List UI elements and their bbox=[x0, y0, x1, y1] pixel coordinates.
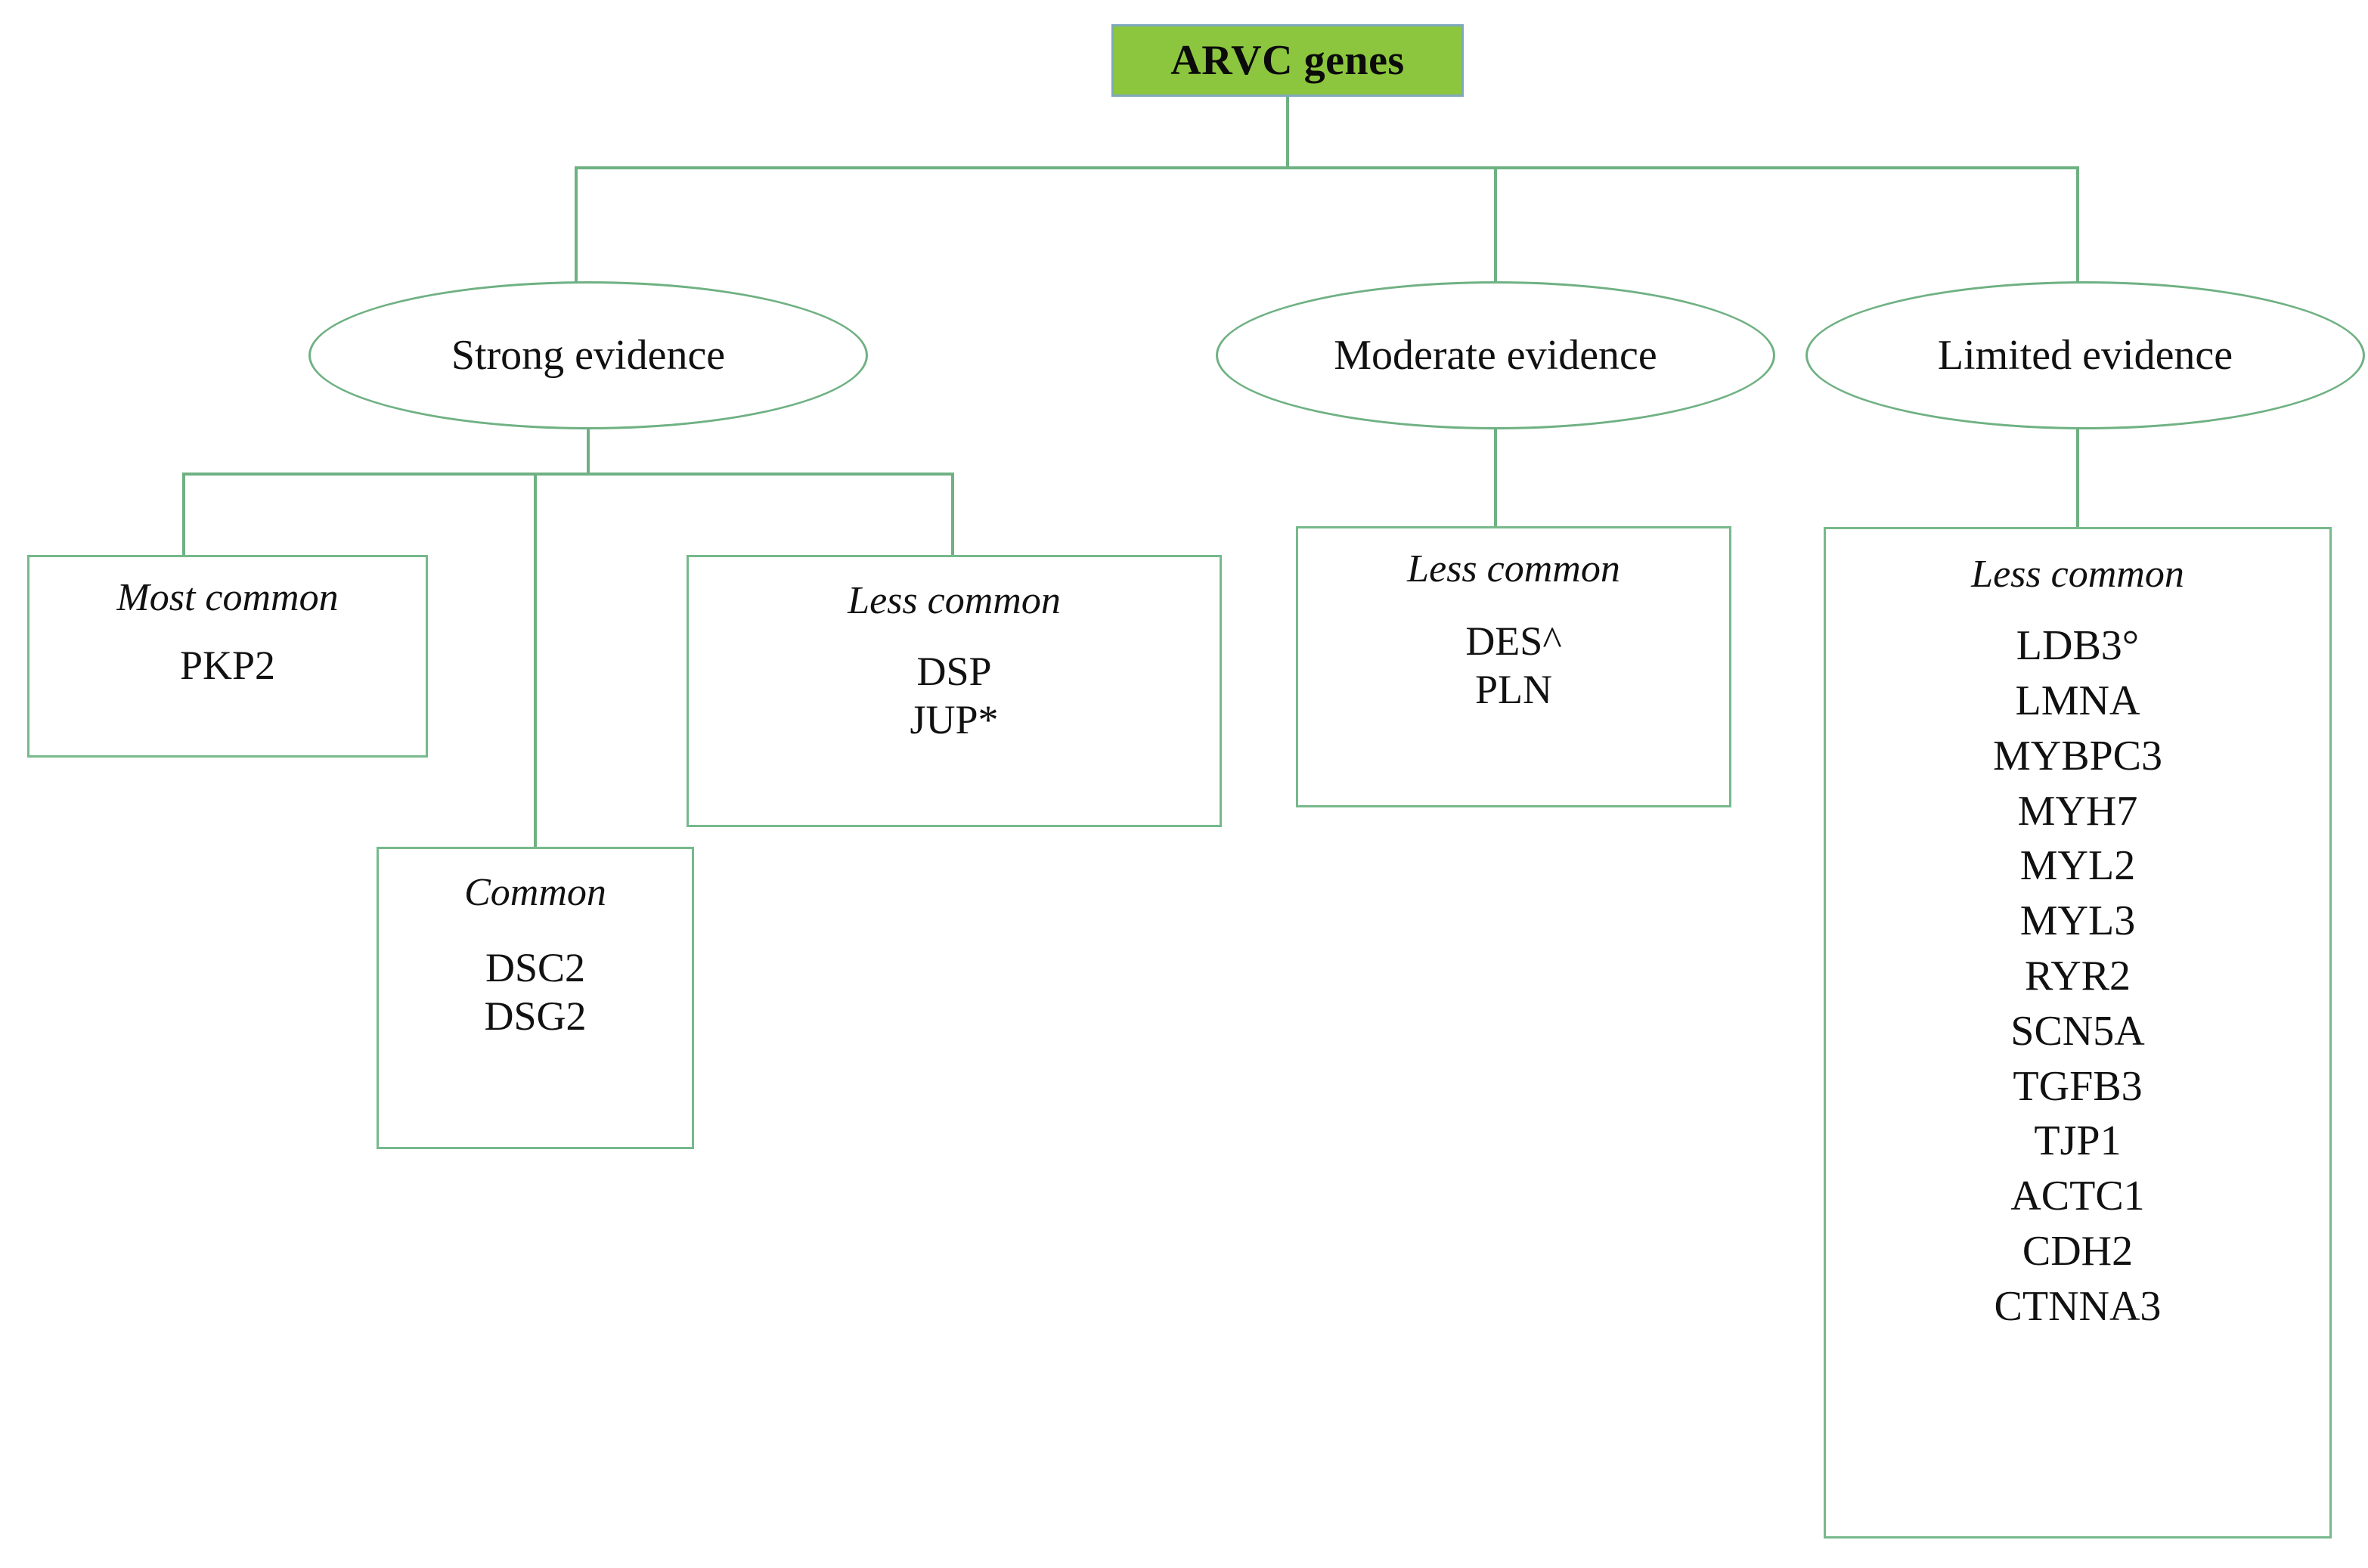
gene-item: CTNNA3 bbox=[1994, 1282, 2162, 1330]
gene-item: MYL2 bbox=[2019, 842, 2136, 890]
gene-item: DES^ bbox=[1465, 618, 1562, 665]
node-strong-evidence-label: Strong evidence bbox=[451, 332, 726, 379]
gene-item: LMNA bbox=[2015, 677, 2140, 724]
gene-item: TJP1 bbox=[2034, 1117, 2122, 1165]
gene-item: ACTC1 bbox=[2010, 1173, 2145, 1220]
gene-box-less-common-moderate: Less common DES^PLN bbox=[1296, 526, 1731, 807]
root-node-arvc-genes: ARVC genes bbox=[1111, 24, 1464, 97]
gene-box-title: Less common bbox=[1971, 553, 2184, 596]
node-limited-evidence: Limited evidence bbox=[1805, 281, 2365, 429]
gene-box-title: Most common bbox=[116, 576, 339, 619]
gene-item: JUP* bbox=[910, 696, 999, 742]
node-strong-evidence: Strong evidence bbox=[308, 281, 868, 429]
gene-item: TGFB3 bbox=[2013, 1062, 2143, 1110]
gene-item: MYH7 bbox=[2017, 787, 2138, 835]
gene-item: PKP2 bbox=[179, 643, 276, 689]
gene-list: PKP2 bbox=[180, 642, 275, 690]
gene-list: DES^PLN bbox=[1465, 618, 1561, 714]
gene-box-title: Common bbox=[464, 871, 606, 914]
gene-item: MYBPC3 bbox=[1992, 732, 2163, 779]
gene-box-title: Less common bbox=[848, 579, 1061, 622]
gene-item: DSG2 bbox=[484, 993, 587, 1039]
gene-item: MYL3 bbox=[2019, 897, 2136, 945]
gene-item: LDB3° bbox=[2016, 622, 2140, 670]
node-limited-evidence-label: Limited evidence bbox=[1937, 332, 2233, 379]
gene-item: PLN bbox=[1474, 666, 1552, 712]
gene-item: RYR2 bbox=[2024, 952, 2131, 999]
gene-item: DSP bbox=[916, 649, 992, 695]
root-node-label: ARVC genes bbox=[1170, 37, 1405, 84]
gene-box-title: Less common bbox=[1407, 547, 1620, 590]
gene-item: SCN5A bbox=[2010, 1007, 2145, 1055]
node-moderate-evidence-label: Moderate evidence bbox=[1334, 332, 1657, 379]
gene-box-most-common: Most common PKP2 bbox=[27, 555, 428, 758]
node-moderate-evidence: Moderate evidence bbox=[1216, 281, 1775, 429]
gene-item: CDH2 bbox=[2022, 1227, 2134, 1275]
gene-item: DSC2 bbox=[485, 945, 586, 991]
